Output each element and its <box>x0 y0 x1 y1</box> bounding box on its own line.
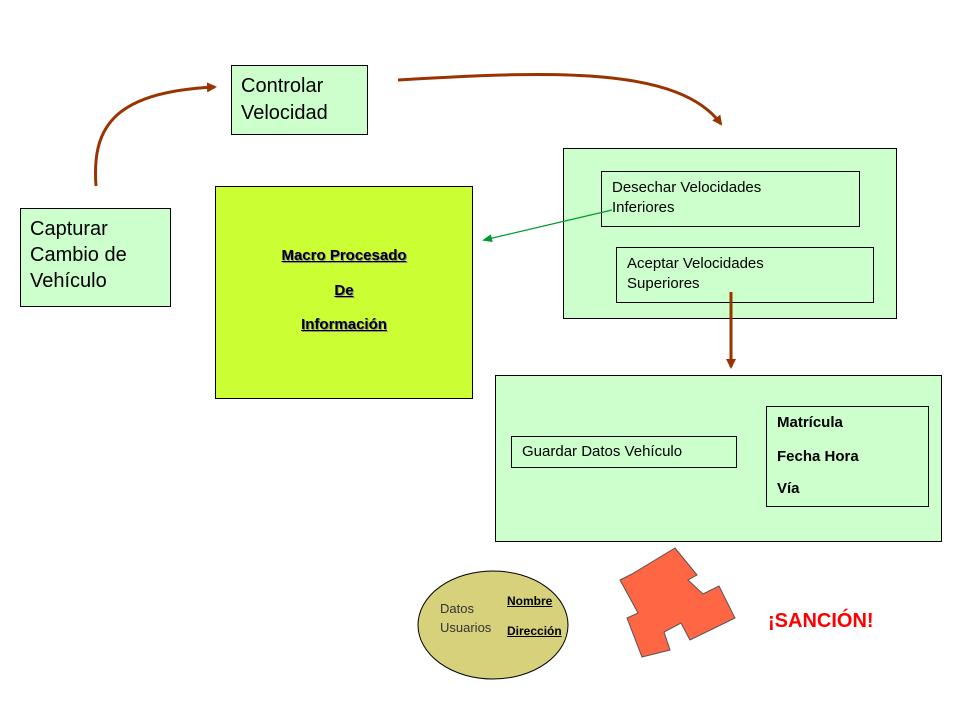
datos-usuarios-line-2: Usuarios <box>440 620 492 635</box>
capturar-cambio-vehiculo-box: Capturar Cambio de Vehículo <box>20 208 171 307</box>
arrow-controlar-to-filtro <box>397 72 723 126</box>
arrow-capturar-to-controlar <box>94 82 217 187</box>
datos-usuarios-line-1: Datos <box>440 601 474 616</box>
capturar-line-2: Cambio de <box>30 244 127 266</box>
controlar-line-1: Controlar <box>241 75 324 97</box>
field-matricula: Matrícula <box>777 414 843 431</box>
datos-usuarios-ellipse <box>417 570 569 680</box>
macro-line-1: Macro Procesado <box>281 247 407 264</box>
guardar-datos-vehiculo-box: Guardar Datos Vehículo <box>511 436 737 468</box>
sancion-label: ¡SANCIÓN! <box>768 610 874 632</box>
capturar-line-1: Capturar <box>30 218 108 240</box>
field-fecha-hora: Fecha Hora <box>777 448 859 465</box>
field-via: Vía <box>777 480 800 497</box>
vehicle-fields-box: Matrícula Fecha Hora Vía <box>766 406 929 507</box>
sancion-cross-arrow <box>619 547 736 658</box>
aceptar-line-1: Aceptar Velocidades <box>627 255 764 272</box>
field-direccion: Dirección <box>507 624 562 638</box>
field-nombre: Nombre <box>507 594 553 608</box>
controlar-velocidad-box: Controlar Velocidad <box>231 65 368 135</box>
aceptar-velocidades-box: Aceptar Velocidades Superiores <box>616 247 874 303</box>
macro-line-3: Información <box>301 316 387 333</box>
arrow-desechar-to-macro <box>482 209 613 243</box>
aceptar-line-2: Superiores <box>627 275 700 292</box>
desechar-velocidades-box: Desechar Velocidades Inferiores <box>601 171 860 227</box>
guardar-datos-label: Guardar Datos Vehículo <box>522 443 683 460</box>
desechar-line-2: Inferiores <box>612 199 675 216</box>
desechar-line-1: Desechar Velocidades <box>612 179 762 196</box>
macro-line-2: De <box>334 282 354 299</box>
macro-procesado-box: Macro Procesado De Información <box>215 186 473 399</box>
controlar-line-2: Velocidad <box>241 102 328 124</box>
capturar-line-3: Vehículo <box>30 270 107 292</box>
